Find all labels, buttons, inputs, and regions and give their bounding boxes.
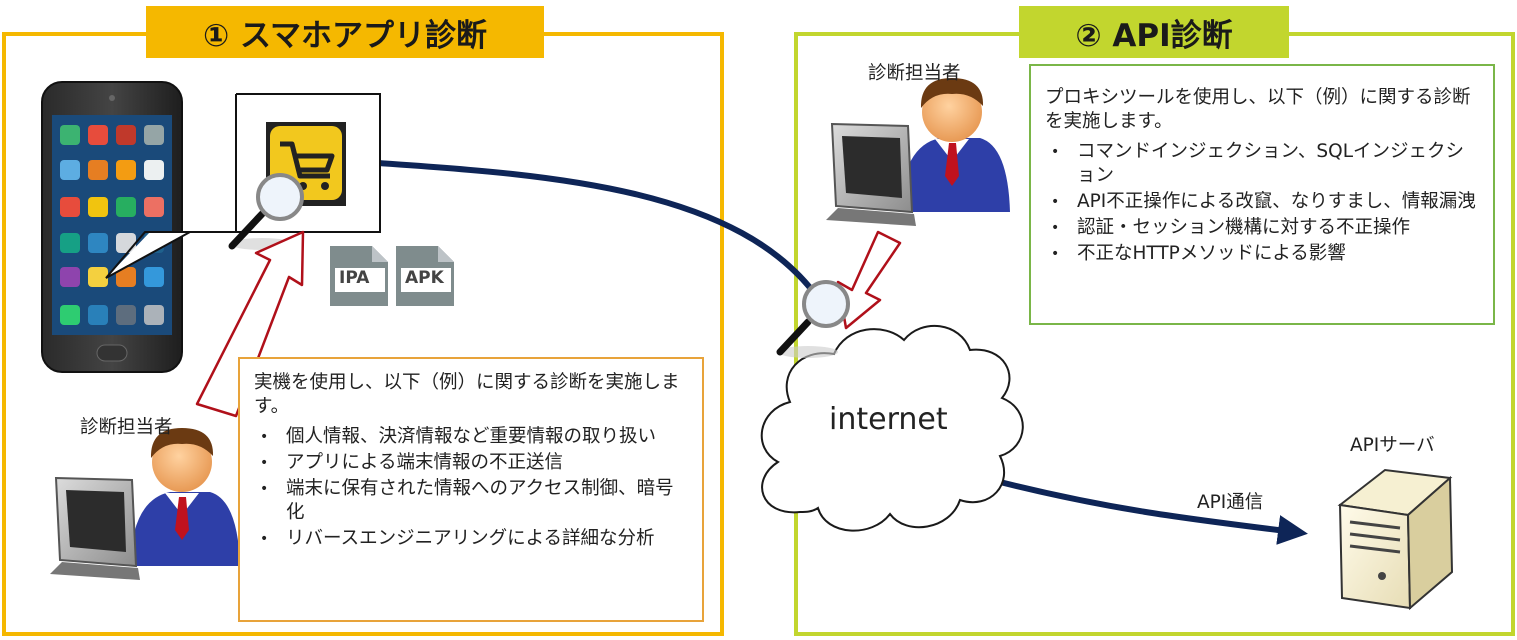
connector-line: [377, 160, 821, 300]
list-item: 個人情報、決済情報など重要情報の取り扱い: [254, 425, 688, 449]
file-ipa-icon: [330, 246, 388, 306]
tester-icon: [826, 78, 1010, 226]
magnifier-icon: [228, 173, 304, 250]
cloud-icon: [760, 324, 1024, 532]
ipa-file-label: IPA: [339, 268, 370, 288]
apk-file-label: APK: [405, 268, 444, 288]
description-list: 個人情報、決済情報など重要情報の取り扱い アプリによる端末情報の不正送信 端末に…: [254, 425, 688, 551]
description-intro: 実機を使用し、以下（例）に関する診断を実施します。: [254, 372, 680, 417]
description-list: コマンドインジェクション、SQLインジェクション API不正操作による改竄、なり…: [1045, 140, 1479, 266]
internet-label: internet: [829, 402, 948, 437]
list-item: API不正操作による改竄、なりすまし、情報漏洩: [1045, 190, 1479, 214]
smartphone-app-diagnosis-title: ① スマホアプリ診断: [146, 6, 544, 58]
list-item: 不正なHTTPメソッドによる影響: [1045, 242, 1479, 266]
description-intro: プロキシツールを使用し、以下（例）に関する診断を実施します。: [1045, 87, 1471, 132]
right-red-arrow: [836, 230, 902, 330]
tester-icon: [50, 428, 240, 580]
list-item: 端末に保有された情報へのアクセス制御、暗号化: [254, 477, 688, 525]
list-item: 認証・セッション機構に対する不正操作: [1045, 216, 1479, 240]
list-item: リバースエンジニアリングによる詳細な分析: [254, 527, 688, 551]
api-comm-arrow: [999, 479, 1308, 545]
list-item: コマンドインジェクション、SQLインジェクション: [1045, 140, 1479, 188]
server-icon: [1337, 468, 1454, 611]
api-server-label: APIサーバ: [1350, 435, 1435, 456]
file-apk-icon: [396, 246, 454, 306]
api-diagnosis-description: プロキシツールを使用し、以下（例）に関する診断を実施します。 コマンドインジェク…: [1029, 64, 1495, 325]
tester-label-left: 診断担当者: [80, 417, 173, 438]
api-diagnosis-title: ② API診断: [1019, 6, 1289, 58]
list-item: アプリによる端末情報の不正送信: [254, 451, 688, 475]
smartphone-diagnosis-description: 実機を使用し、以下（例）に関する診断を実施します。 個人情報、決済情報など重要情…: [238, 357, 704, 622]
tester-label-right: 診断担当者: [868, 63, 961, 84]
smartphone-icon: [41, 81, 183, 373]
api-comm-label: API通信: [1197, 492, 1264, 513]
magnifier-icon: [776, 280, 850, 358]
